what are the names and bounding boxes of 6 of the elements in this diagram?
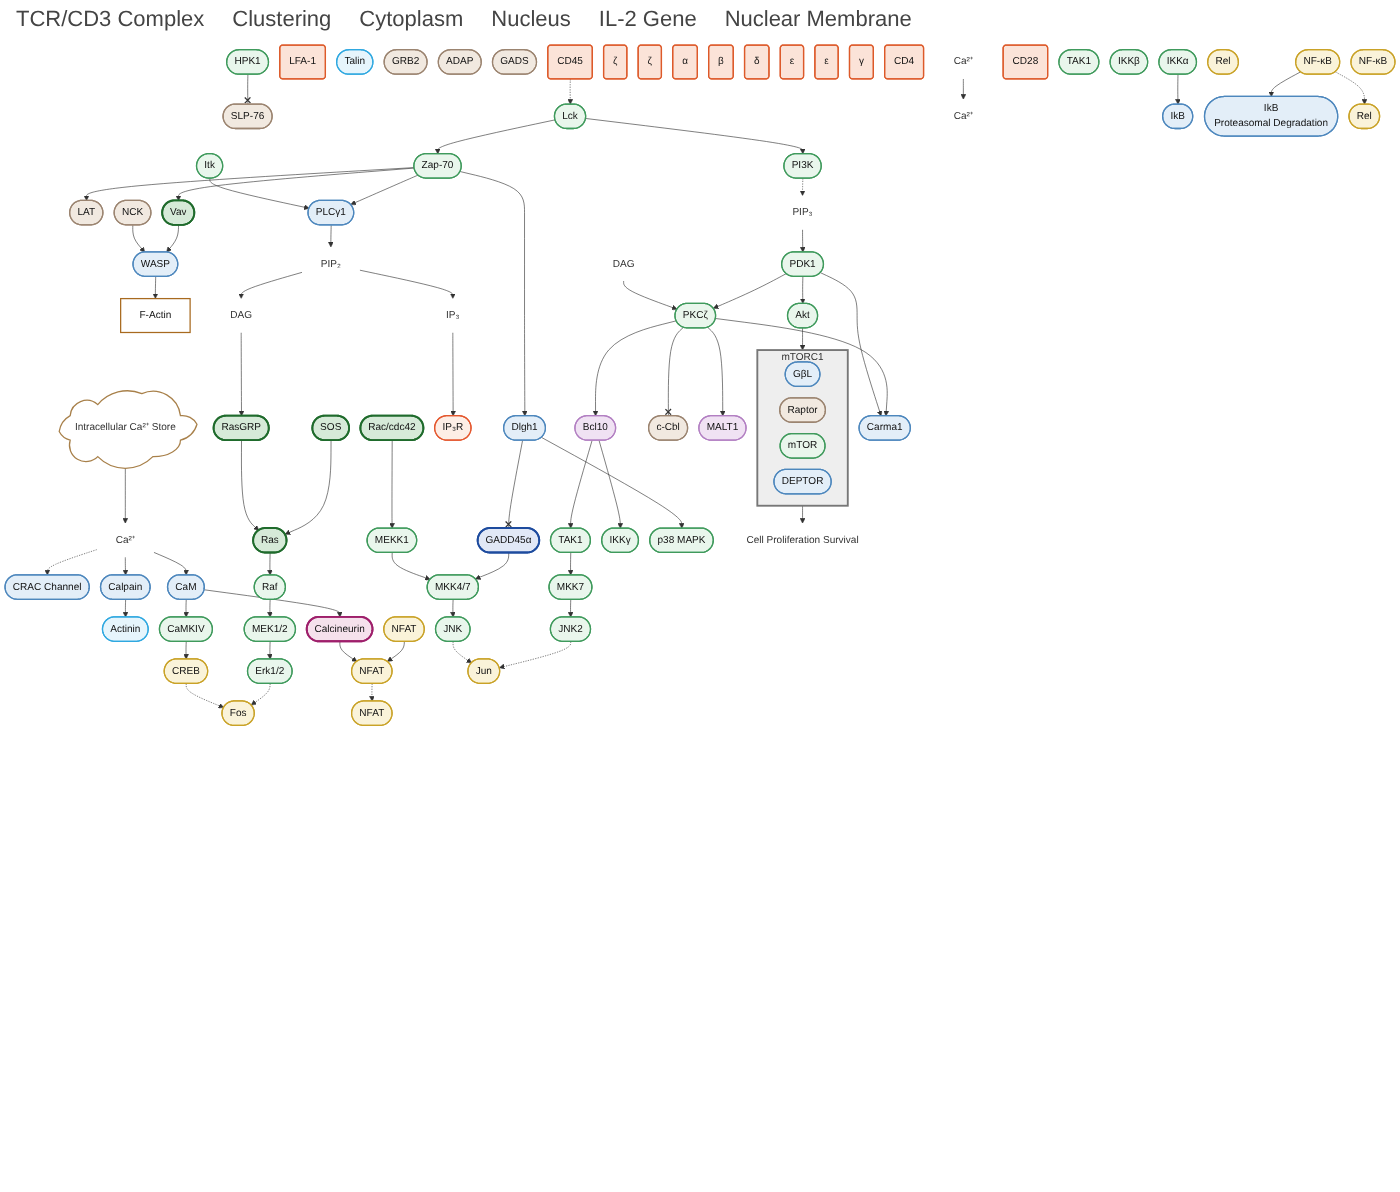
note-label: IL-2 Gene [598,8,697,32]
note-label: Nuclear Membrane [724,8,912,32]
note-label: TCR/CD3 Complex [16,8,205,32]
note-label: Clustering [232,8,332,32]
note-label: Cytoplasm [359,8,464,32]
note-label: Nucleus [491,8,571,32]
